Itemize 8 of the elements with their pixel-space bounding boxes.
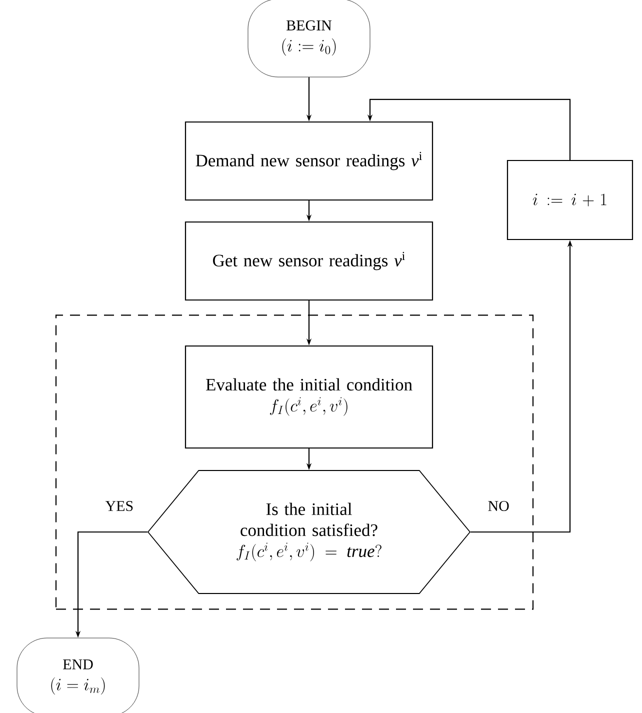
process-box: $i := i+1$ [506,160,634,240]
edge-label: YES [104,500,135,512]
process-box: Get new sensor readings v$^{i}$ [184,221,434,301]
edge-label: NO [486,500,510,512]
process-box: Demand new sensor readings v$^{i}$ [184,121,434,201]
decision-hexagon: Is the initial condition satisfied? $f_I(c^i, e^i, v^i) = \mathit{true}?$ [147,470,471,594]
process-box: Evaluate the initial condition $f_I(c^i, e^i, v^i)$ [184,345,434,449]
dashed-group-box [55,314,534,610]
